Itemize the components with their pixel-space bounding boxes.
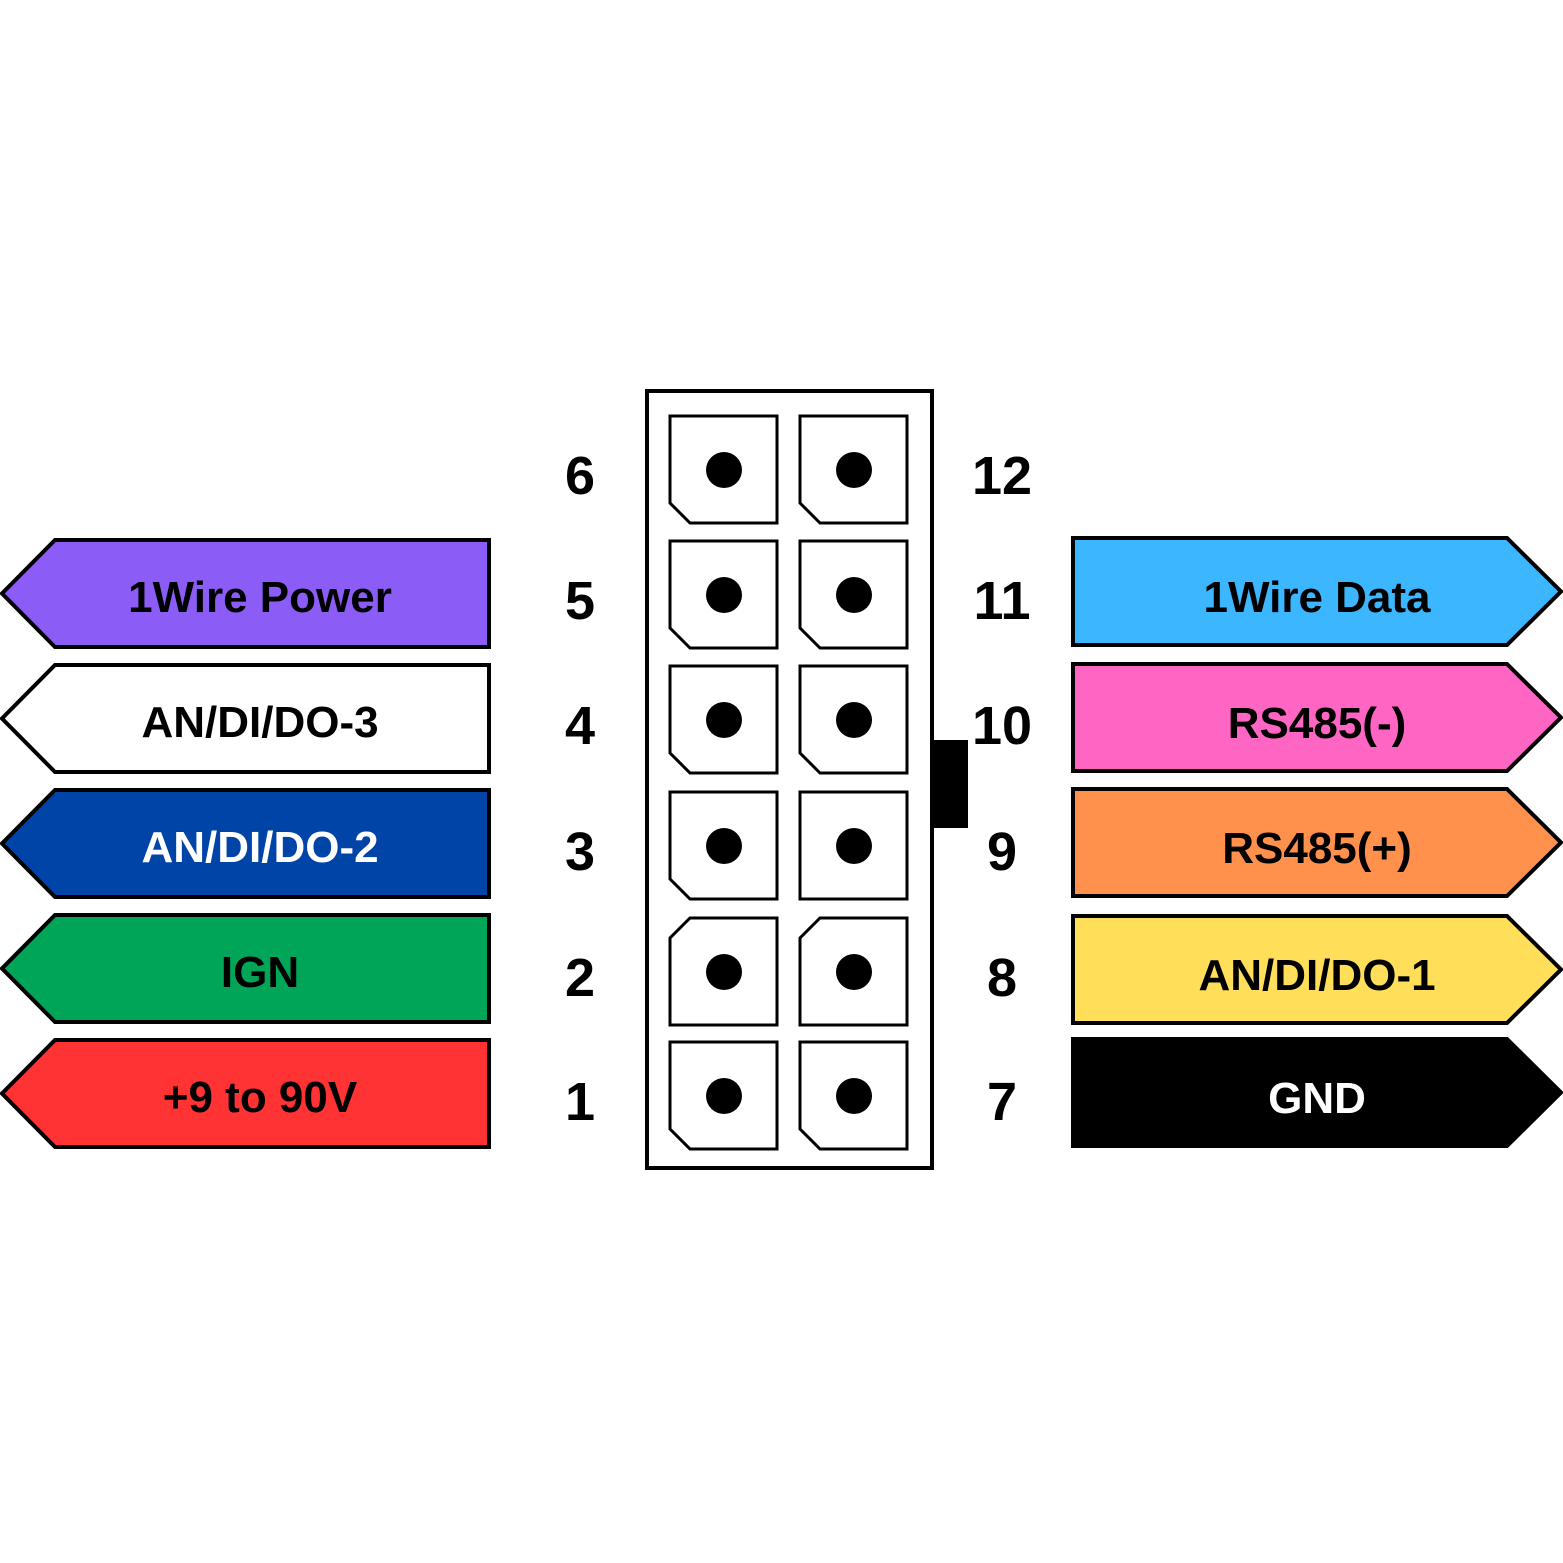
label-text: RS485(+) xyxy=(1222,824,1412,873)
pin-left-2 xyxy=(668,664,779,775)
pin-contact-dot xyxy=(706,954,742,990)
pin-left-1 xyxy=(668,539,779,650)
label-arrow-right xyxy=(1071,914,1563,1025)
latch-tab xyxy=(932,740,968,828)
pin-number-right: 10 xyxy=(972,696,1032,756)
right-pin-label: AN/DI/DO-1 xyxy=(1071,914,1563,1025)
label-arrow-left xyxy=(0,788,491,899)
left-pin-label: AN/DI/DO-2 xyxy=(0,788,491,899)
label-arrow-left xyxy=(0,913,491,1024)
pin-contact-dot xyxy=(836,1078,872,1114)
label-arrow-left xyxy=(0,538,491,649)
pin-number-left: 6 xyxy=(565,446,595,506)
label-text: AN/DI/DO-1 xyxy=(1198,951,1435,1000)
pin-contact-dot xyxy=(706,577,742,613)
pin-contact-dot xyxy=(836,577,872,613)
left-pin-label: 1Wire Power xyxy=(0,538,491,649)
label-arrow-left xyxy=(0,663,491,774)
pin-number-left: 1 xyxy=(565,1072,595,1132)
pin-number-right: 7 xyxy=(987,1072,1017,1132)
left-pin-label: AN/DI/DO-3 xyxy=(0,663,491,774)
right-pin-label: 1Wire Data xyxy=(1071,536,1563,647)
pin-number-right: 8 xyxy=(987,948,1017,1008)
pin-right-1 xyxy=(798,539,909,650)
left-pin-label: IGN xyxy=(0,913,491,1024)
pin-contact-dot xyxy=(706,702,742,738)
label-arrow-right xyxy=(1071,536,1563,647)
label-arrow-right xyxy=(1071,787,1563,898)
pin-right-5 xyxy=(798,1040,909,1151)
label-text: AN/DI/DO-3 xyxy=(141,698,378,747)
pin-left-3 xyxy=(668,790,779,901)
pin-number-right: 9 xyxy=(987,822,1017,882)
right-pin-label: RS485(-) xyxy=(1071,662,1563,773)
pin-number-right: 11 xyxy=(973,571,1030,631)
label-arrow-right xyxy=(1071,662,1563,773)
pin-right-2 xyxy=(798,664,909,775)
pin-contact-dot xyxy=(836,452,872,488)
right-pin-label: GND xyxy=(1071,1037,1563,1148)
pin-left-4 xyxy=(668,916,779,1027)
pin-number-left: 2 xyxy=(565,948,595,1008)
label-arrow-left xyxy=(0,1038,491,1149)
pin-contact-dot xyxy=(706,1078,742,1114)
pin-left-5 xyxy=(668,1040,779,1151)
pin-right-4 xyxy=(798,916,909,1027)
pin-contact-dot xyxy=(836,828,872,864)
label-text: +9 to 90V xyxy=(163,1073,358,1122)
pin-contact-dot xyxy=(836,702,872,738)
pin-contact-dot xyxy=(706,452,742,488)
label-arrow-right xyxy=(1071,1037,1563,1148)
pin-number-left: 3 xyxy=(565,822,595,882)
label-text: IGN xyxy=(221,948,299,997)
pin-right-0 xyxy=(798,414,909,525)
pin-contact-dot xyxy=(836,954,872,990)
pin-contact-dot xyxy=(706,828,742,864)
left-pin-label: +9 to 90V xyxy=(0,1038,491,1149)
pin-number-left: 4 xyxy=(565,696,595,756)
pin-number-right: 12 xyxy=(972,446,1032,506)
right-pin-label: RS485(+) xyxy=(1071,787,1563,898)
pin-right-3 xyxy=(798,790,909,901)
label-text: AN/DI/DO-2 xyxy=(141,823,378,872)
label-text: 1Wire Data xyxy=(1203,573,1431,622)
label-text: 1Wire Power xyxy=(128,573,392,622)
pin-number-left: 5 xyxy=(565,571,595,631)
label-text: GND xyxy=(1268,1074,1366,1123)
pin-left-0 xyxy=(668,414,779,525)
label-text: RS485(-) xyxy=(1228,699,1407,748)
